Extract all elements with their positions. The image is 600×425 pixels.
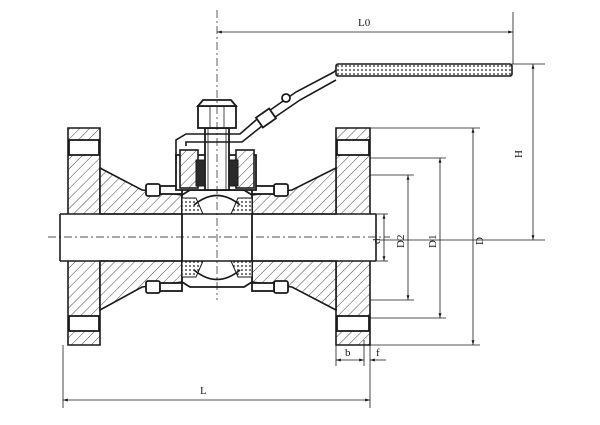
label-H: H <box>513 150 525 158</box>
pipe-bore <box>59 213 377 262</box>
label-f: f <box>376 347 380 359</box>
label-L: L <box>200 385 207 397</box>
dim-H: H <box>380 63 545 241</box>
dim-L: L <box>62 345 371 408</box>
dim-d: d <box>371 213 388 262</box>
label-D: D <box>474 237 486 245</box>
dim-D2: D2 <box>370 174 414 301</box>
label-D2: D2 <box>395 235 407 248</box>
label-d: d <box>371 238 383 244</box>
dim-D1: D1 <box>370 157 446 319</box>
dim-D: D <box>370 127 486 346</box>
dim-b-f: b f <box>335 340 386 366</box>
stem-bonnet <box>175 99 257 191</box>
dim-L0: L0 <box>217 12 514 64</box>
label-L0: L0 <box>358 17 371 29</box>
label-D1: D1 <box>427 235 439 248</box>
handle-lever <box>175 63 513 160</box>
right-flange <box>332 127 376 346</box>
label-b: b <box>345 347 351 359</box>
left-flange <box>60 127 104 346</box>
